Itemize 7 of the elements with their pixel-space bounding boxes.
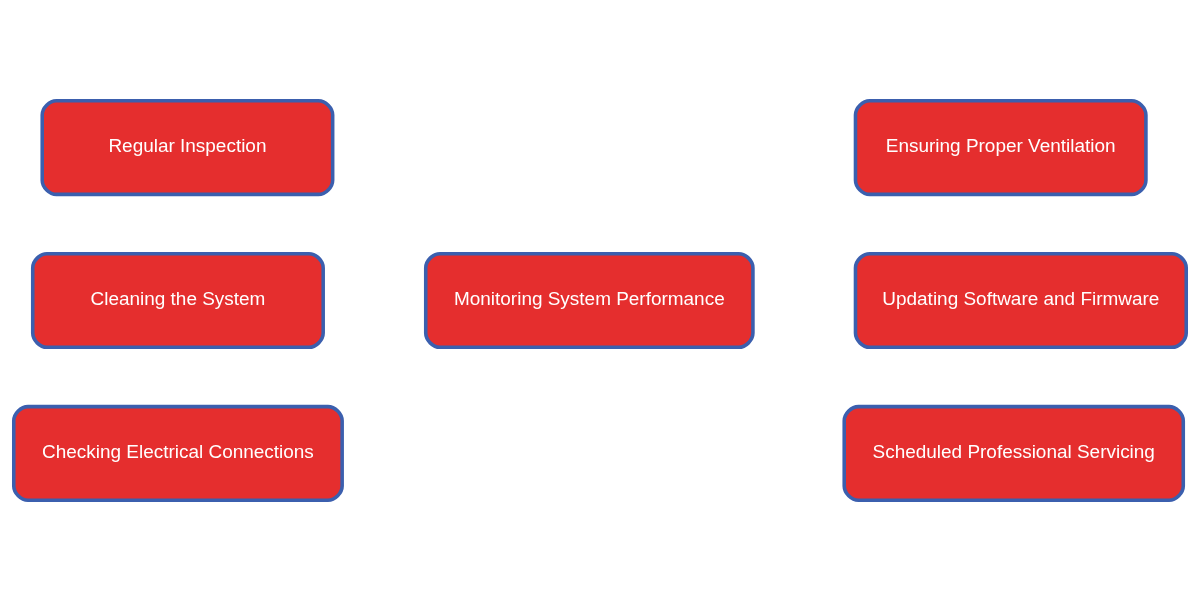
node-box: Regular Inspection	[40, 98, 335, 196]
node-box: Ensuring Proper Ventilation	[853, 98, 1148, 196]
node-box: Monitoring System Performance	[423, 251, 755, 349]
node-box: Updating Software and Firmware	[853, 251, 1188, 349]
node-box: Cleaning the System	[30, 251, 325, 349]
node-box: Scheduled Professional Servicing	[842, 404, 1186, 502]
node-box: Checking Electrical Connections	[12, 404, 344, 502]
